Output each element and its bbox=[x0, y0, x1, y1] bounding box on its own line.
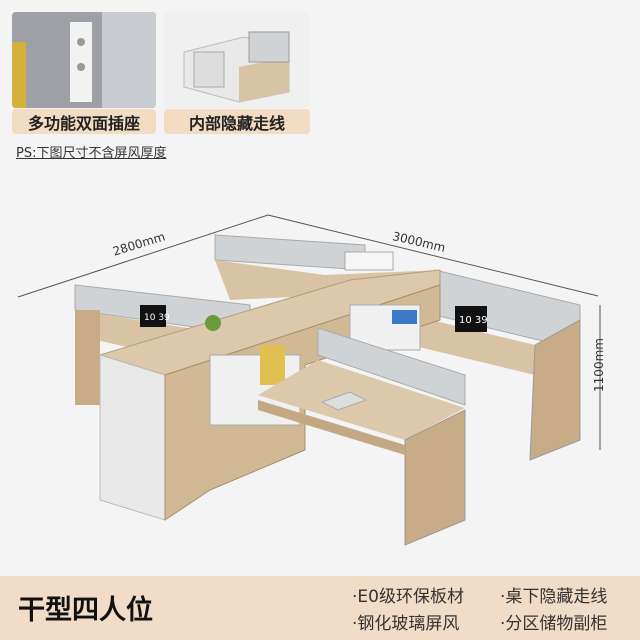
monitor-clock: 10 39 bbox=[459, 315, 488, 326]
thumbnail-label: 内部隐藏走线 bbox=[164, 109, 310, 134]
product-title: 干型四人位 bbox=[18, 595, 153, 626]
thumbnail-label: 多功能双面插座 bbox=[12, 109, 156, 134]
feature: ·钢化玻璃屏风 bbox=[352, 614, 460, 634]
feature: ·E0级环保板材 bbox=[352, 587, 464, 607]
dimension-height: 1100mm bbox=[591, 338, 606, 392]
workstation-illustration: 10 39 10 39 bbox=[17, 214, 601, 546]
feature: ·分区储物副柜 bbox=[500, 614, 608, 634]
wiring-thumbnail bbox=[164, 12, 310, 108]
dimension-note: PS:下图尺寸不含屏风厚度 bbox=[16, 146, 167, 161]
info-band bbox=[0, 576, 640, 640]
socket-thumbnail bbox=[12, 12, 156, 108]
feature: ·桌下隐藏走线 bbox=[500, 587, 608, 607]
monitor-clock: 10 39 bbox=[144, 313, 170, 323]
